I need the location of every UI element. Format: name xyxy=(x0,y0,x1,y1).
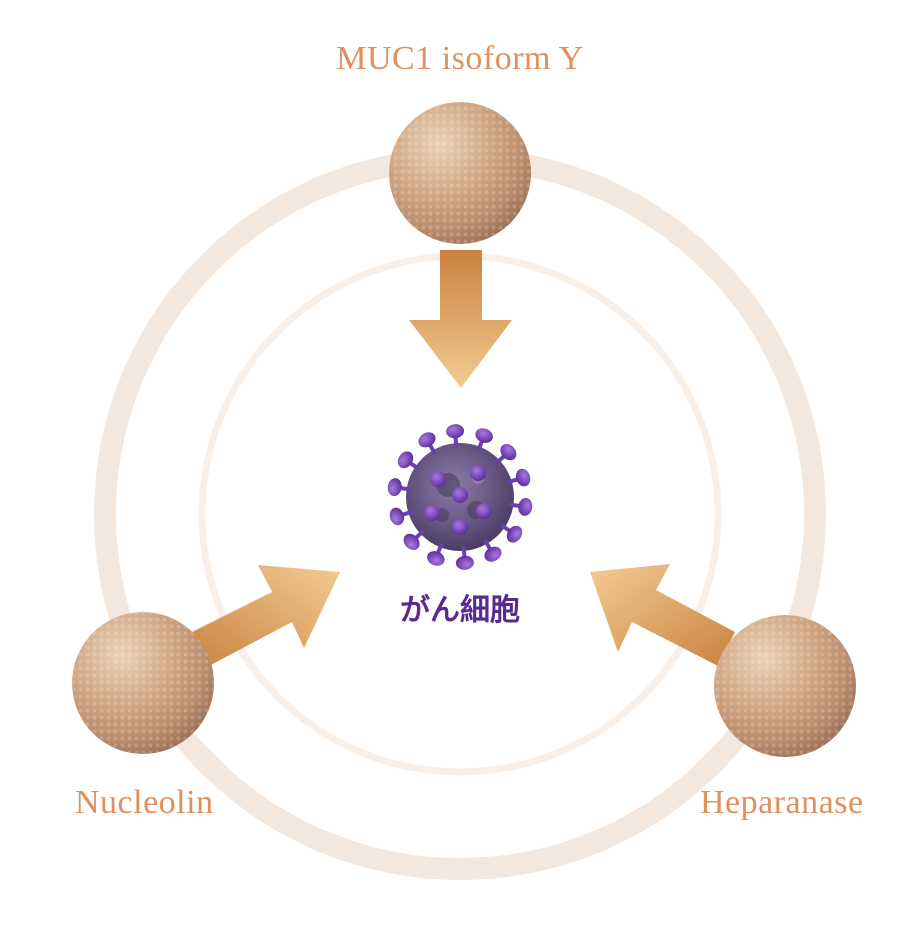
virus-surface-knob xyxy=(452,519,468,535)
virus-spike-cap xyxy=(427,551,445,566)
virus-surface-knob xyxy=(470,465,486,481)
arrow-right-to-center xyxy=(590,564,735,666)
label-muc1-isoform-y: MUC1 isoform Y xyxy=(336,40,584,77)
virus-surface-knob xyxy=(424,505,440,521)
arrow-left-to-center xyxy=(188,565,340,668)
virus-spike-cap xyxy=(506,525,523,543)
label-heparanase: Heparanase xyxy=(700,784,864,821)
label-nucleolin: Nucleolin xyxy=(75,784,214,821)
sphere-muc1 xyxy=(389,102,531,244)
virus-spike-cap xyxy=(484,546,502,562)
virus-spike-cap xyxy=(389,507,405,526)
virus-spike-cap xyxy=(518,497,533,516)
virus-spike-cap xyxy=(515,468,531,487)
arrow-top-to-center xyxy=(409,250,512,388)
virus-spike-cap xyxy=(397,451,414,469)
virus-spike-cap xyxy=(418,432,436,448)
virus-surface-knob xyxy=(476,503,492,519)
virus-surface-knob xyxy=(452,487,468,503)
virus-surface-knob xyxy=(430,471,446,487)
virus-spike-cap xyxy=(500,443,517,461)
virus-spike-cap xyxy=(446,424,465,439)
sphere-nucleolin xyxy=(72,612,214,754)
virus-spike-cap xyxy=(475,428,493,443)
label-cancer-cell: がん細胞 xyxy=(400,593,520,628)
virus-spike-cap xyxy=(455,555,474,570)
virus-spike-cap xyxy=(387,478,402,497)
virus-spike-cap xyxy=(403,533,420,551)
cancer-cell-icon xyxy=(387,424,533,570)
sphere-heparanase xyxy=(714,615,856,757)
